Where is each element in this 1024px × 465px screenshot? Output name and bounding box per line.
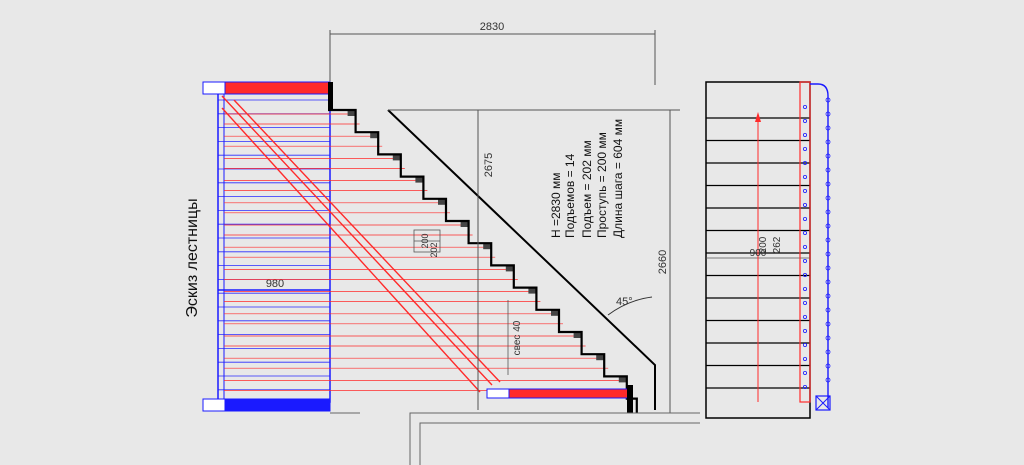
rail-baluster-mark — [803, 119, 808, 124]
rail-baluster-mark — [825, 377, 831, 383]
rail-baluster-mark — [803, 230, 808, 235]
left-plan-treads — [218, 99, 330, 391]
step-nosing-shadow — [551, 309, 559, 316]
right-width-label: 900 — [750, 248, 767, 259]
rail-baluster-mark — [803, 188, 808, 193]
side-view — [224, 82, 656, 413]
rail-baluster-mark — [825, 181, 831, 187]
rail-baluster-mark — [825, 279, 831, 285]
side-view-red-guides — [224, 113, 631, 391]
rail-baluster-mark — [803, 370, 808, 375]
rail-baluster-mark — [803, 174, 808, 179]
step-nosing-shadow — [415, 176, 424, 183]
right-plan-rail-blue — [810, 83, 829, 408]
left-plan-view — [202, 81, 501, 412]
spec-line-4: Проступь = 200 мм — [595, 132, 609, 238]
walk-direction-arrow — [755, 112, 761, 122]
dimension-height — [640, 109, 680, 413]
step-dimension-marks — [413, 229, 441, 253]
rail-baluster-mark — [825, 223, 831, 229]
spec-line-1: H =2830 мм — [549, 172, 563, 238]
rail-baluster-mark — [803, 202, 808, 207]
right-plan-rail-red — [799, 81, 811, 403]
plan-width-label: 980 — [266, 278, 284, 290]
rail-baluster-mark — [803, 244, 808, 249]
rail-baluster-mark — [825, 111, 831, 117]
rail-baluster-mark — [803, 105, 808, 110]
rail-baluster-mark — [825, 125, 831, 131]
rail-baluster-mark — [825, 209, 831, 215]
rail-baluster-mark — [825, 251, 831, 257]
floor-lines — [330, 412, 700, 465]
dimension-2830-label: 2830 — [480, 21, 504, 33]
left-plan-outline — [217, 89, 331, 403]
left-plan-stringer — [221, 95, 501, 393]
rail-baluster-mark — [803, 314, 808, 319]
side-view-stringer — [387, 109, 656, 410]
rail-baluster-mark — [825, 139, 831, 145]
clearance-label: свес 40 — [512, 320, 523, 355]
rail-baluster-mark — [825, 237, 831, 243]
rail-baluster-mark — [803, 132, 808, 137]
rail-baluster-mark — [825, 265, 831, 271]
step-nosing-shadow — [347, 110, 356, 116]
step-nosing-shadow — [438, 198, 446, 205]
step-nosing-shadow — [573, 332, 582, 338]
rail-baluster-mark — [803, 272, 808, 277]
dimension-2675-label: 2675 — [483, 153, 495, 177]
right-rise-label: 262 — [772, 236, 783, 253]
right-plan-view — [705, 81, 831, 419]
spec-line-5: Длина шага = 604 мм — [611, 119, 625, 238]
rail-baluster-mark — [825, 307, 831, 313]
specs-block: H =2830 мм Подъемов = 14 Подъем = 202 мм… — [549, 119, 625, 238]
angle-label: 45° — [616, 296, 633, 308]
rail-baluster-mark — [803, 356, 808, 361]
rail-baluster-mark — [825, 293, 831, 299]
step-rise-label: 200 — [420, 233, 430, 248]
step-nosing-shadow — [596, 354, 605, 361]
dimension-total-length — [329, 30, 656, 85]
rail-baluster-mark — [803, 160, 808, 165]
rail-baluster-mark — [803, 328, 808, 333]
drawing-title: Эскиз лестницы — [184, 198, 201, 317]
step-nosing-shadow — [528, 287, 537, 294]
rail-baluster-mark — [825, 195, 831, 201]
rail-baluster-mark — [825, 363, 831, 369]
side-view-step-shadows — [347, 110, 627, 383]
rail-baluster-mark — [803, 258, 808, 263]
rail-baluster-mark — [825, 167, 831, 173]
rail-baluster-mark — [803, 216, 808, 221]
right-tread-label: 200 — [758, 236, 769, 253]
step-nosing-shadow — [460, 221, 469, 227]
step-tread-label: 202 — [429, 242, 439, 257]
step-nosing-shadow — [370, 132, 379, 139]
step-nosing-shadow — [618, 376, 627, 383]
spec-line-2: Подъемов = 14 — [563, 153, 577, 238]
step-nosing-shadow — [483, 243, 492, 250]
step-nosing-shadow — [392, 154, 401, 161]
rail-baluster-mark — [803, 384, 808, 389]
dimension-stringer — [388, 109, 655, 410]
rail-baluster-mark — [825, 349, 831, 355]
angle-arc — [607, 296, 653, 316]
rail-baluster-mark — [803, 286, 808, 291]
rail-baluster-mark — [825, 97, 831, 103]
rail-baluster-mark — [825, 335, 831, 341]
dimension-2660-label: 2660 — [657, 250, 669, 274]
step-nosing-shadow — [505, 265, 514, 272]
top-newel — [328, 82, 333, 110]
rail-baluster-mark — [825, 153, 831, 159]
side-view-step-profile — [328, 108, 638, 413]
spec-line-3: Подъем = 202 мм — [580, 140, 594, 238]
rail-baluster-mark — [825, 321, 831, 327]
rail-baluster-mark — [803, 300, 808, 305]
rail-baluster-mark — [803, 342, 808, 347]
rail-baluster-mark — [803, 146, 808, 151]
